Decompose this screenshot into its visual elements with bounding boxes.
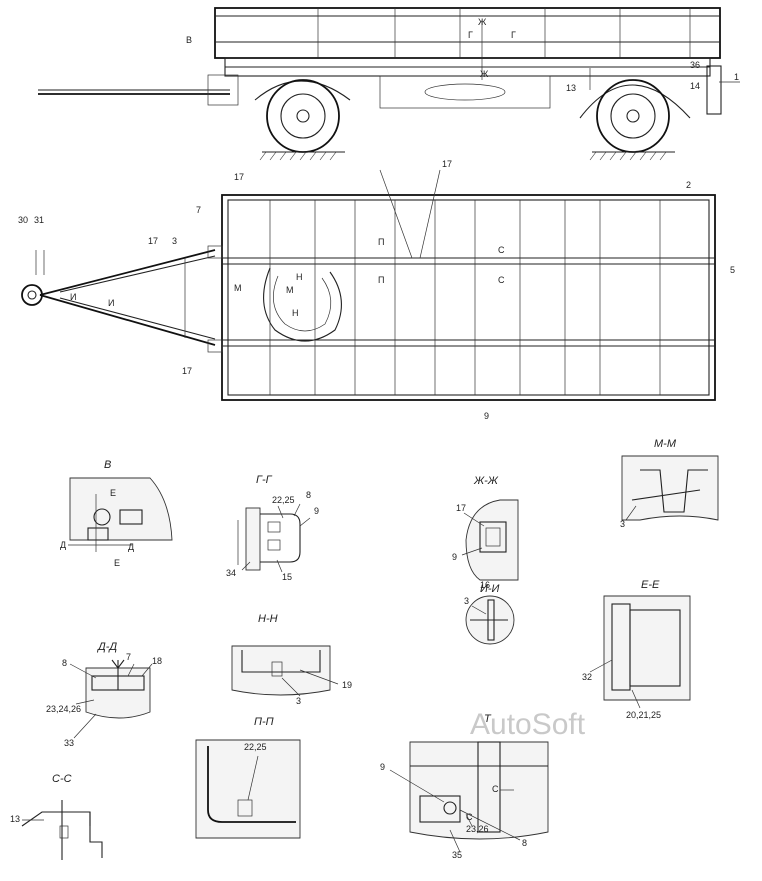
callout-8: 8 [522,838,527,848]
mark-m-right: М [286,285,294,295]
mark-c-upper: С [492,784,499,794]
callout-9: 9 [314,506,319,516]
section-e-e: Е-Е 32 20,21,25 [582,579,691,720]
callout-13: 13 [10,814,20,824]
callout-18: 18 [152,656,162,666]
callout-3: 3 [296,696,301,706]
callout-8: 8 [306,490,311,500]
callout-7: 7 [196,205,201,215]
section-g-g-title: Г-Г [256,474,273,486]
callout-31: 31 [34,215,44,225]
callout-20-21-25: 20,21,25 [626,710,661,720]
section-c-c: С-С 13 [10,773,103,860]
callout-16: 16 [480,580,490,590]
callout-32: 32 [582,672,592,682]
mark-i-left: И [70,292,76,302]
detail-v-d-right: Д [128,542,134,552]
callout-15: 15 [282,572,292,582]
section-n-n: Н-Н 19 3 [231,613,352,706]
callout-23-26: 23,26 [466,824,489,834]
mark-p-bottom: П [378,275,384,285]
mark-c-lower: С [466,812,473,822]
callout-23-24-26: 23,24,26 [46,704,81,714]
callout-5: 5 [730,265,735,275]
section-p-p: П-П 22,25 [195,716,301,839]
callout-35: 35 [452,850,462,860]
callout-3: 3 [620,519,625,529]
callout-3: 3 [464,596,469,606]
callout-36: 36 [690,60,700,70]
detail-v-e-bottom: Е [114,558,120,568]
callout-9: 9 [484,411,489,421]
section-p-p-title: П-П [254,716,274,728]
callout-33: 33 [64,738,74,748]
mark-h-top: Н [296,272,303,282]
mark-h-bottom: Н [292,308,299,318]
section-e-e-title: Е-Е [641,579,660,591]
callout-1: 1 [734,72,739,82]
callout-22-25: 22,25 [272,495,295,505]
callout-14: 14 [690,81,700,91]
detail-t: Т 9 С С 8 23,26 35 [380,713,549,860]
callout-17: 17 [456,503,466,513]
callout-30: 30 [18,215,28,225]
section-m-m: М-М 3 [620,438,719,529]
callout-2: 2 [686,180,691,190]
autosoft-watermark: AutoSoft [470,708,586,741]
section-n-n-title: Н-Н [258,613,278,625]
label-v: В [186,35,192,45]
section-zh-zh: Ж-Ж 17 9 [452,475,519,581]
section-i-i: И-И 16 3 [464,580,515,645]
detail-v: В Е Е Д Д [60,459,173,568]
callout-17-drawbar: 17 [148,236,158,246]
label-zh-bottom: Ж [480,69,489,79]
mark-c-bottom: С [498,275,505,285]
mark-i-right: И [108,298,114,308]
callout-17-top: 17 [442,159,452,169]
label-g-left: Г [468,30,473,40]
section-c-c-title: С-С [52,773,72,785]
callout-3: 3 [172,236,177,246]
label-zh-top: Ж [478,17,487,27]
label-g-right: Г [511,30,516,40]
callout-7: 7 [126,652,131,662]
plan-view: 17 17 17 17 7 30 31 3 2 5 9 П П С С М М … [18,159,735,421]
section-d-d: Д-Д 8 7 18 23,24,26 33 [46,641,162,748]
mark-c-top: С [498,245,505,255]
callout-17-bottom-left: 17 [182,366,192,376]
section-g-g: Г-Г 22,25 8 9 34 15 [226,474,319,582]
callout-34: 34 [226,568,236,578]
mark-m-left: М [234,283,242,293]
side-view: В Ж Ж Г Г 1 13 14 36 [38,7,740,161]
detail-v-title: В [104,459,111,471]
detail-v-d-left: Д [60,540,66,550]
callout-13: 13 [566,83,576,93]
callout-19: 19 [342,680,352,690]
callout-22-25: 22,25 [244,742,267,752]
callout-8: 8 [62,658,67,668]
callout-9: 9 [380,762,385,772]
detail-t-title: Т [484,713,492,725]
section-i-i-title: И-И [480,583,500,595]
mark-p-top: П [378,237,384,247]
section-m-m-title: М-М [654,438,677,450]
callout-17-top-left: 17 [234,172,244,182]
section-zh-zh-title: Ж-Ж [473,475,499,487]
section-d-d-title: Д-Д [96,641,117,653]
detail-v-e-top: Е [110,488,116,498]
callout-9: 9 [452,552,457,562]
